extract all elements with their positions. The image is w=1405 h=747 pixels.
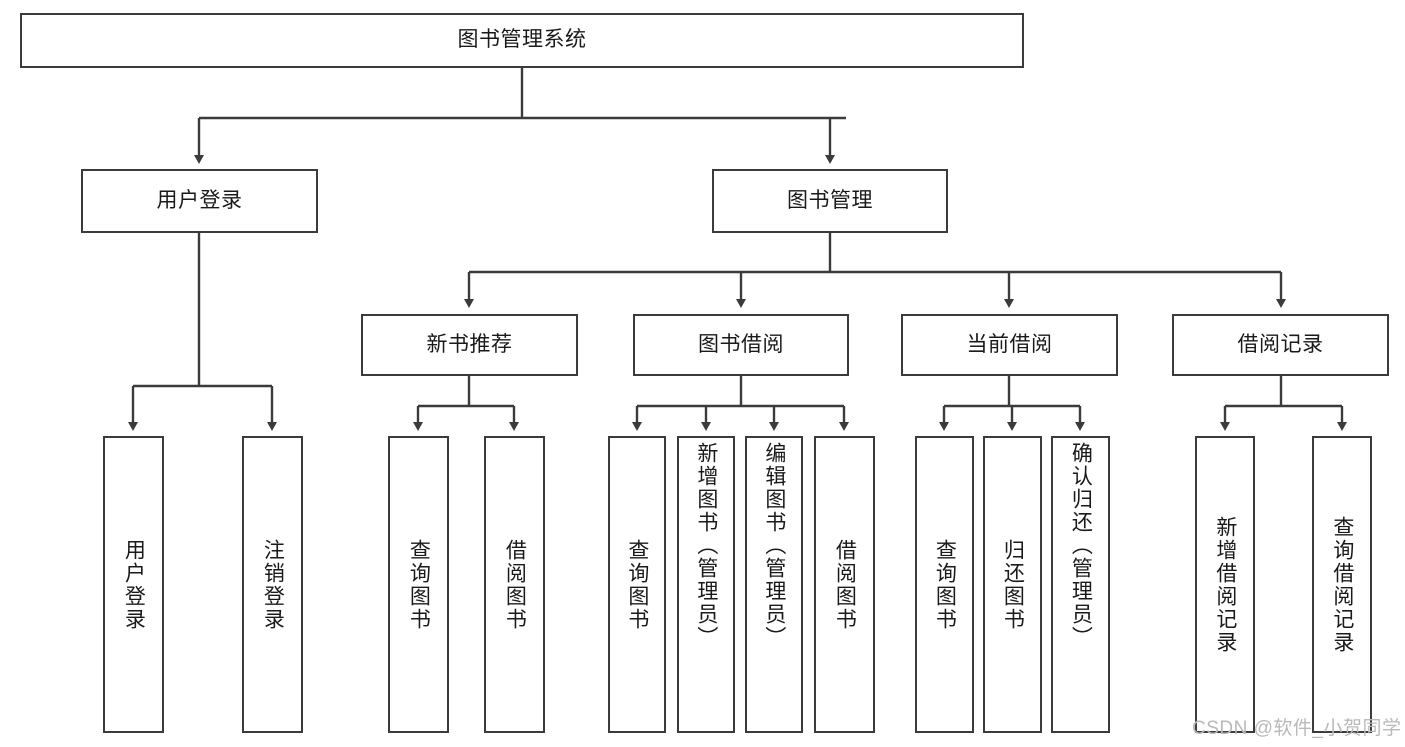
node-leaf-query-book-1[interactable]: 查询图书 (388, 436, 449, 733)
node-label: 借阅图书 (503, 538, 527, 631)
node-label: 用户登录 (122, 538, 146, 631)
node-leaf-query-book-2[interactable]: 查询图书 (608, 436, 666, 733)
node-label: 图书管理系统 (457, 28, 587, 52)
node-label: 新增借阅记录 (1213, 515, 1237, 654)
node-leaf-user-login[interactable]: 用户登录 (103, 436, 164, 733)
node-user-login[interactable]: 用户登录 (81, 169, 318, 233)
node-current-borrow[interactable]: 当前借阅 (901, 314, 1118, 376)
node-label: 图书借阅 (698, 332, 784, 356)
node-book-borrow[interactable]: 图书借阅 (633, 314, 849, 376)
node-root-system[interactable]: 图书管理系统 (20, 13, 1024, 68)
node-leaf-confirm-return[interactable]: 确认归还（管理员） (1051, 436, 1110, 733)
node-label: 归还图书 (1001, 538, 1025, 631)
node-book-manage[interactable]: 图书管理 (712, 169, 948, 233)
node-label: 注销登录 (261, 538, 285, 631)
node-label: 查询图书 (407, 538, 431, 631)
node-label: 查询图书 (933, 538, 957, 631)
node-label: 借阅记录 (1237, 332, 1324, 356)
node-label: 新增图书（管理员） (694, 442, 718, 649)
node-leaf-logout[interactable]: 注销登录 (242, 436, 303, 733)
node-borrow-record[interactable]: 借阅记录 (1172, 314, 1389, 376)
node-leaf-edit-book[interactable]: 编辑图书（管理员） (745, 436, 803, 733)
node-label: 当前借阅 (966, 332, 1053, 356)
node-label: 查询图书 (625, 538, 649, 631)
node-label: 借阅图书 (833, 538, 857, 631)
node-leaf-return-book[interactable]: 归还图书 (983, 436, 1042, 733)
node-leaf-borrow-book-2[interactable]: 借阅图书 (814, 436, 875, 733)
node-label: 图书管理 (787, 188, 873, 212)
node-new-book-recommend[interactable]: 新书推荐 (361, 314, 578, 376)
node-leaf-query-book-3[interactable]: 查询图书 (915, 436, 974, 733)
node-label: 查询借阅记录 (1330, 515, 1354, 654)
node-leaf-add-book[interactable]: 新增图书（管理员） (677, 436, 735, 733)
node-label: 新书推荐 (426, 332, 513, 356)
node-leaf-borrow-book-1[interactable]: 借阅图书 (484, 436, 545, 733)
node-leaf-add-borrow-record[interactable]: 新增借阅记录 (1195, 436, 1255, 733)
node-label: 确认归还（管理员） (1069, 442, 1093, 649)
node-label: 编辑图书（管理员） (762, 442, 786, 649)
node-leaf-query-borrow-record[interactable]: 查询借阅记录 (1312, 436, 1372, 733)
node-label: 用户登录 (156, 188, 243, 212)
watermark-text: CSDN @软件_小贺同学 (1192, 718, 1402, 739)
